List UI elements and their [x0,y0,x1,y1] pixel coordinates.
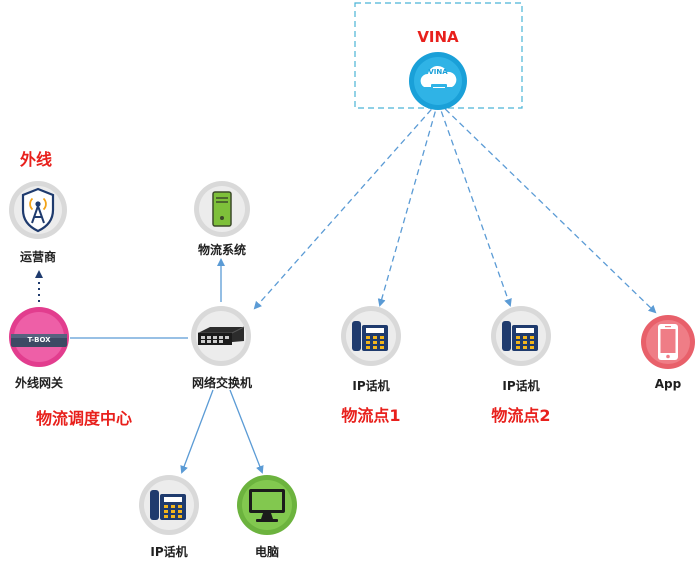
cloud-icon [409,52,467,110]
point2-ip-phone-node[interactable] [490,305,552,367]
network-switch-icon [191,306,251,366]
computer-label: 电脑 [254,545,279,559]
cloud-icon-label: VINA [428,68,448,76]
point1-title: 物流点1 [341,406,401,425]
ip-phone-icon [139,475,199,535]
logistics-system-label: 物流系统 [197,243,246,257]
gateway-device-icon [9,307,69,367]
point1-ip-phone-label: IP话机 [352,379,390,393]
point2-title: 物流点2 [491,406,551,425]
operator-label: 运营商 [19,250,56,264]
server-icon [194,181,250,237]
dispatch-center-title: 物流调度中心 [36,409,133,428]
computer-monitor-icon [237,475,297,535]
point2-ip-phone-label: IP话机 [502,379,540,393]
link-cloud-to-point1 [377,101,439,307]
gateway-node[interactable]: T-BOX [8,306,70,368]
ip-phone-icon [491,306,551,366]
smartphone-icon [641,315,695,369]
gateway-badge: T-BOX [27,336,51,344]
link-cloud-to-switch [253,101,439,310]
network-switch-label: 网络交换机 [191,376,252,390]
app-label: App [654,377,682,391]
cloud-node[interactable]: VINA [408,51,468,111]
logistics-system-node[interactable] [193,180,251,238]
center-ip-phone-label: IP话机 [150,545,188,559]
operator-node[interactable] [8,180,68,240]
link-cloud-to-point2 [437,101,512,307]
link-cloud-to-app [437,101,657,314]
computer-node[interactable] [236,474,298,536]
link-switch-to-ip-phone [180,389,214,474]
external-section-title: 外线 [20,150,53,169]
signal-tower-shield-icon [9,181,67,239]
point1-ip-phone-node[interactable] [340,305,402,367]
cloud-title: VINA [417,28,459,46]
app-node[interactable] [640,314,696,370]
center-ip-phone-node[interactable] [138,474,200,536]
link-switch-to-computer [229,389,264,474]
gateway-label: 外线网关 [14,376,63,390]
network-switch-node[interactable] [190,305,252,367]
ip-phone-icon [341,306,401,366]
